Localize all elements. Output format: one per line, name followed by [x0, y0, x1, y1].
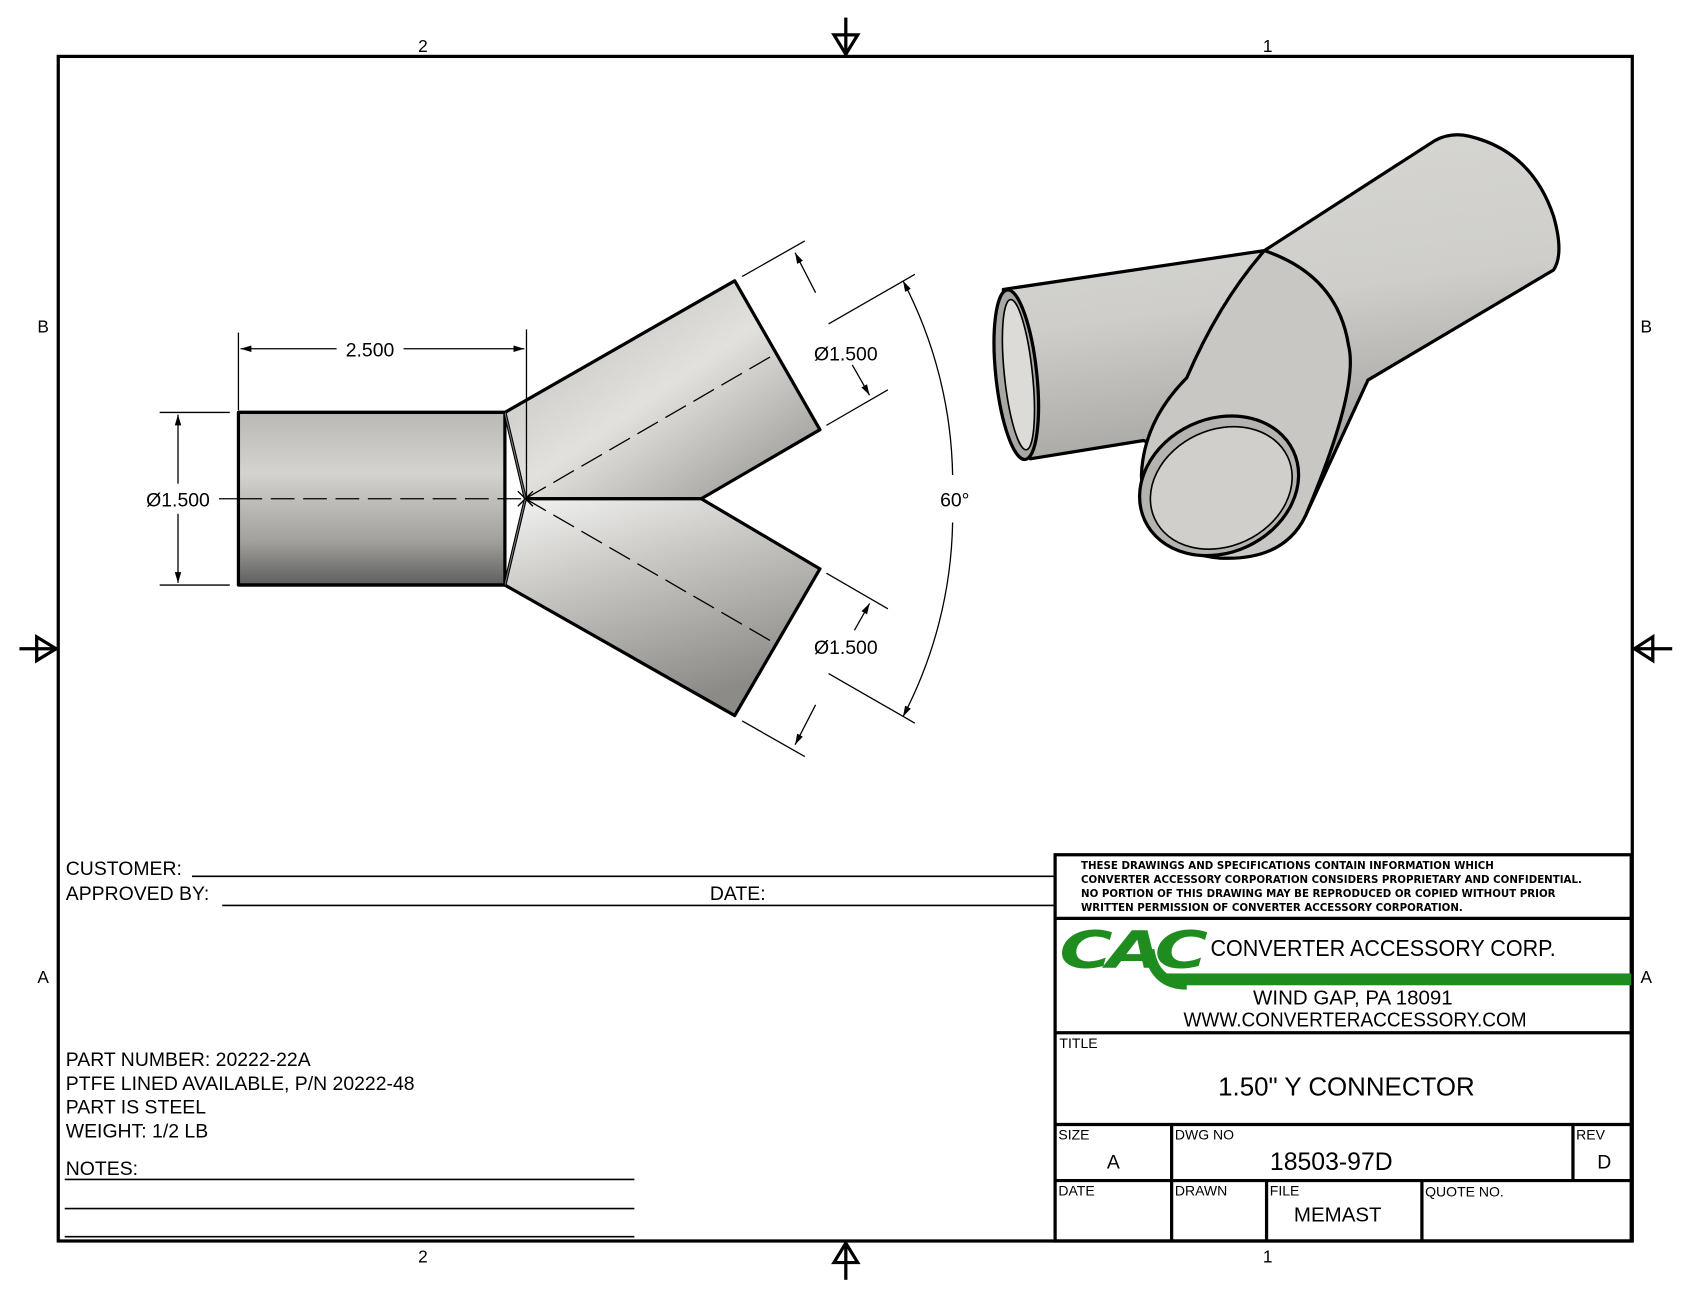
svg-text:CAC: CAC	[1059, 921, 1207, 981]
drawn-label: DRAWN	[1175, 1183, 1227, 1199]
title-block	[1053, 853, 1633, 1243]
zone-col-2-top: 2	[418, 36, 428, 56]
file-label: FILE	[1270, 1183, 1300, 1199]
upper-branch	[503, 279, 822, 501]
company-name: CONVERTER ACCESSORY CORP.	[1210, 935, 1555, 961]
side-view: 2.500 Ø1.500 Ø1.500 Ø1.500 60°	[143, 240, 969, 758]
rev-label: REV	[1576, 1127, 1605, 1143]
rev-value: D	[1597, 1152, 1611, 1174]
notice-line: WRITTEN PERMISSION OF CONVERTER ACCESSOR…	[1081, 902, 1463, 914]
dim-lower-branch-diameter: Ø1.500	[814, 637, 878, 659]
zone-row-b-left: B	[37, 317, 49, 337]
zone-col-1-top: 1	[1263, 36, 1273, 56]
ptfe-note: PTFE LINED AVAILABLE, P/N 20222-48	[66, 1073, 415, 1095]
notice-line: CONVERTER ACCESSORY CORPORATION CONSIDER…	[1081, 874, 1582, 886]
customer-label: CUSTOMER:	[66, 858, 182, 880]
center-mark-left-icon	[19, 633, 60, 664]
approval-date-label: DATE:	[710, 883, 766, 905]
center-mark-bottom-icon	[831, 1240, 861, 1280]
file-value: MEMAST	[1294, 1204, 1382, 1227]
lower-branch	[503, 497, 822, 718]
title-label: TITLE	[1059, 1035, 1097, 1051]
material-note: PART IS STEEL	[66, 1097, 206, 1119]
zone-col-2-bottom: 2	[418, 1247, 428, 1267]
dwg-no-value: 18503-97D	[1270, 1149, 1393, 1176]
size-value: A	[1107, 1152, 1120, 1174]
center-mark-top-icon	[831, 17, 861, 58]
weight-note: WEIGHT: 1/2 LB	[66, 1120, 208, 1142]
zone-row-a-right: A	[1641, 967, 1653, 987]
size-label: SIZE	[1058, 1127, 1089, 1143]
zone-row-b-right: B	[1641, 317, 1653, 337]
notice-line: NO PORTION OF THIS DRAWING MAY BE REPROD…	[1081, 888, 1556, 900]
quote-no-label: QUOTE NO.	[1425, 1184, 1504, 1200]
part-number: PART NUMBER: 20222-22A	[66, 1049, 311, 1071]
dim-main-length: 2.500	[346, 339, 395, 361]
company-website: WWW.CONVERTERACCESSORY.COM	[1183, 1008, 1526, 1031]
date-label: DATE	[1058, 1183, 1094, 1199]
center-mark-right-icon	[1631, 633, 1673, 664]
drawing-title: 1.50" Y CONNECTOR	[1218, 1073, 1475, 1101]
dim-upper-branch-diameter: Ø1.500	[814, 344, 878, 366]
cac-logo: CAC	[1059, 921, 1632, 990]
approved-by-label: APPROVED BY:	[66, 883, 209, 905]
dim-main-diameter: Ø1.500	[146, 489, 210, 511]
dwg-no-label: DWG NO	[1175, 1127, 1234, 1143]
zone-col-1-bottom: 1	[1263, 1247, 1273, 1267]
dim-branch-angle: 60°	[940, 489, 969, 511]
notes-label: NOTES:	[66, 1158, 138, 1180]
zone-row-a-left: A	[37, 967, 49, 987]
notice-line: THESE DRAWINGS AND SPECIFICATIONS CONTAI…	[1081, 860, 1494, 872]
isometric-view	[992, 133, 1561, 560]
company-address: WIND GAP, PA 18091	[1253, 987, 1453, 1010]
